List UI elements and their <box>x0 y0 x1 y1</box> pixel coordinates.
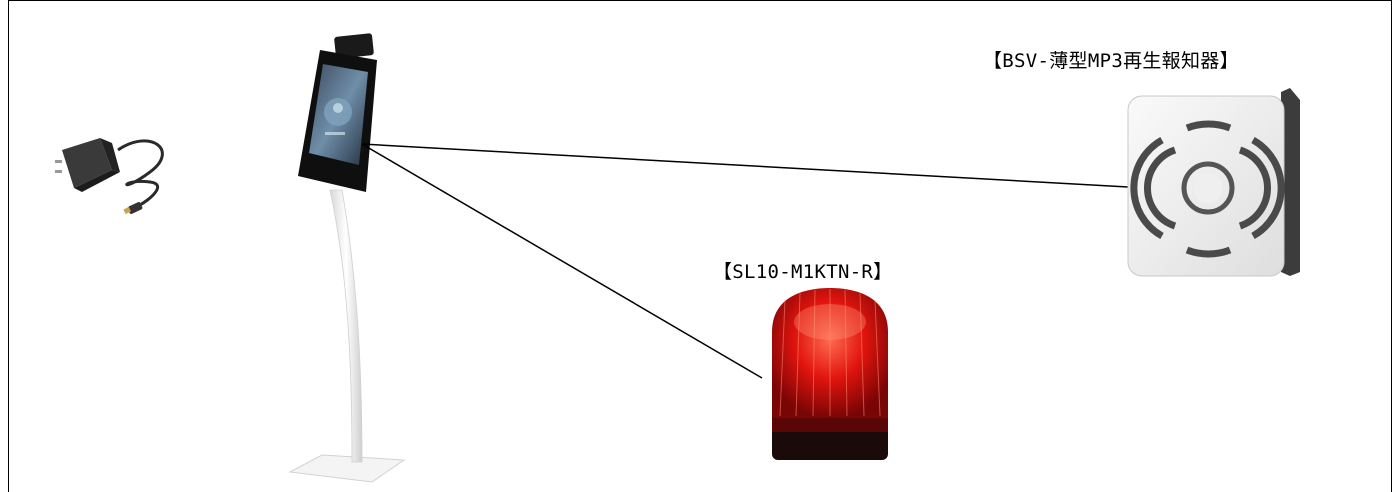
connector-line-speaker <box>361 143 1129 188</box>
diagram-frame <box>8 0 1392 492</box>
ac-power-adapter-icon <box>55 138 164 214</box>
red-signal-light-icon <box>772 288 888 460</box>
connector-line-light <box>361 143 763 379</box>
speaker-label: 【BSV-薄型MP3再生報知器】 <box>983 50 1239 72</box>
square-speaker-icon <box>1127 88 1300 277</box>
face-recognition-terminal-icon <box>288 33 406 483</box>
signal-light-label: 【SL10-M1KTN-R】 <box>713 261 893 283</box>
